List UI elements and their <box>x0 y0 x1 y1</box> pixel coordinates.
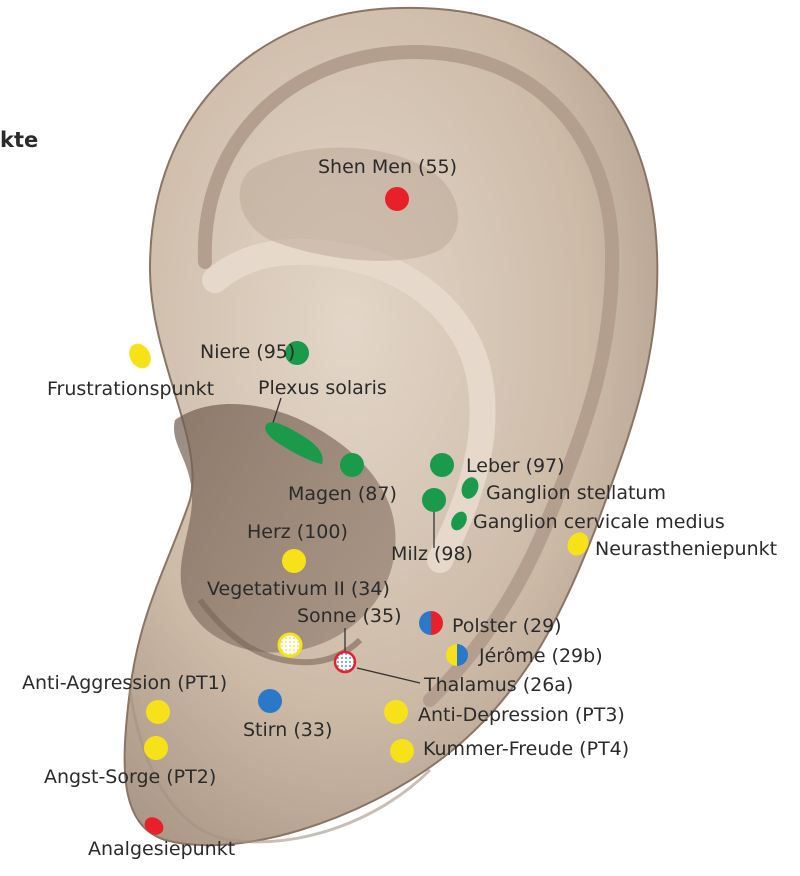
point-kummer <box>390 739 414 763</box>
label-magen: Magen (87) <box>288 485 397 504</box>
label-angst: Angst-Sorge (PT2) <box>44 768 216 787</box>
point-anti-depression <box>384 700 408 724</box>
label-niere: Niere (95) <box>200 343 295 362</box>
point-polster <box>419 611 443 635</box>
point-stirn <box>258 689 282 713</box>
label-neurasthenie: Neurastheniepunkt <box>595 540 777 559</box>
point-frustration <box>125 340 155 373</box>
point-milz <box>422 488 446 512</box>
point-magen <box>340 453 364 477</box>
point-angst <box>144 736 168 760</box>
label-frustration: Frustrationspunkt <box>47 380 214 399</box>
label-plexus-solaris: Plexus solaris <box>258 379 387 398</box>
point-thalamus <box>335 652 355 672</box>
point-anti-aggression <box>146 700 170 724</box>
label-jerome: Jérôme (29b) <box>479 647 603 666</box>
label-cervicale: Ganglion cervicale medius <box>473 513 725 532</box>
point-shen-men <box>385 187 409 211</box>
label-polster: Polster (29) <box>452 617 562 636</box>
label-shen-men: Shen Men (55) <box>318 158 457 177</box>
label-milz: Milz (98) <box>391 545 473 564</box>
label-analgesie: Analgesiepunkt <box>88 840 235 859</box>
label-stirn: Stirn (33) <box>243 721 332 740</box>
point-jerome <box>446 644 468 666</box>
label-leber: Leber (97) <box>466 457 565 476</box>
label-stellatum: Ganglion stellatum <box>486 484 666 503</box>
title-fragment: kte <box>0 128 38 152</box>
label-herz: Herz (100) <box>247 523 348 542</box>
label-vegetativum: Vegetativum II (34) <box>207 580 390 599</box>
label-sonne: Sonne (35) <box>297 607 402 626</box>
label-kummer: Kummer-Freude (PT4) <box>423 740 629 759</box>
point-leber <box>430 453 454 477</box>
label-anti-aggression: Anti-Aggression (PT1) <box>22 674 227 693</box>
label-thalamus: Thalamus (26a) <box>424 676 573 695</box>
point-vegetativum <box>279 634 301 656</box>
point-herz <box>282 549 306 573</box>
label-anti-depression: Anti-Depression (PT3) <box>418 706 625 725</box>
